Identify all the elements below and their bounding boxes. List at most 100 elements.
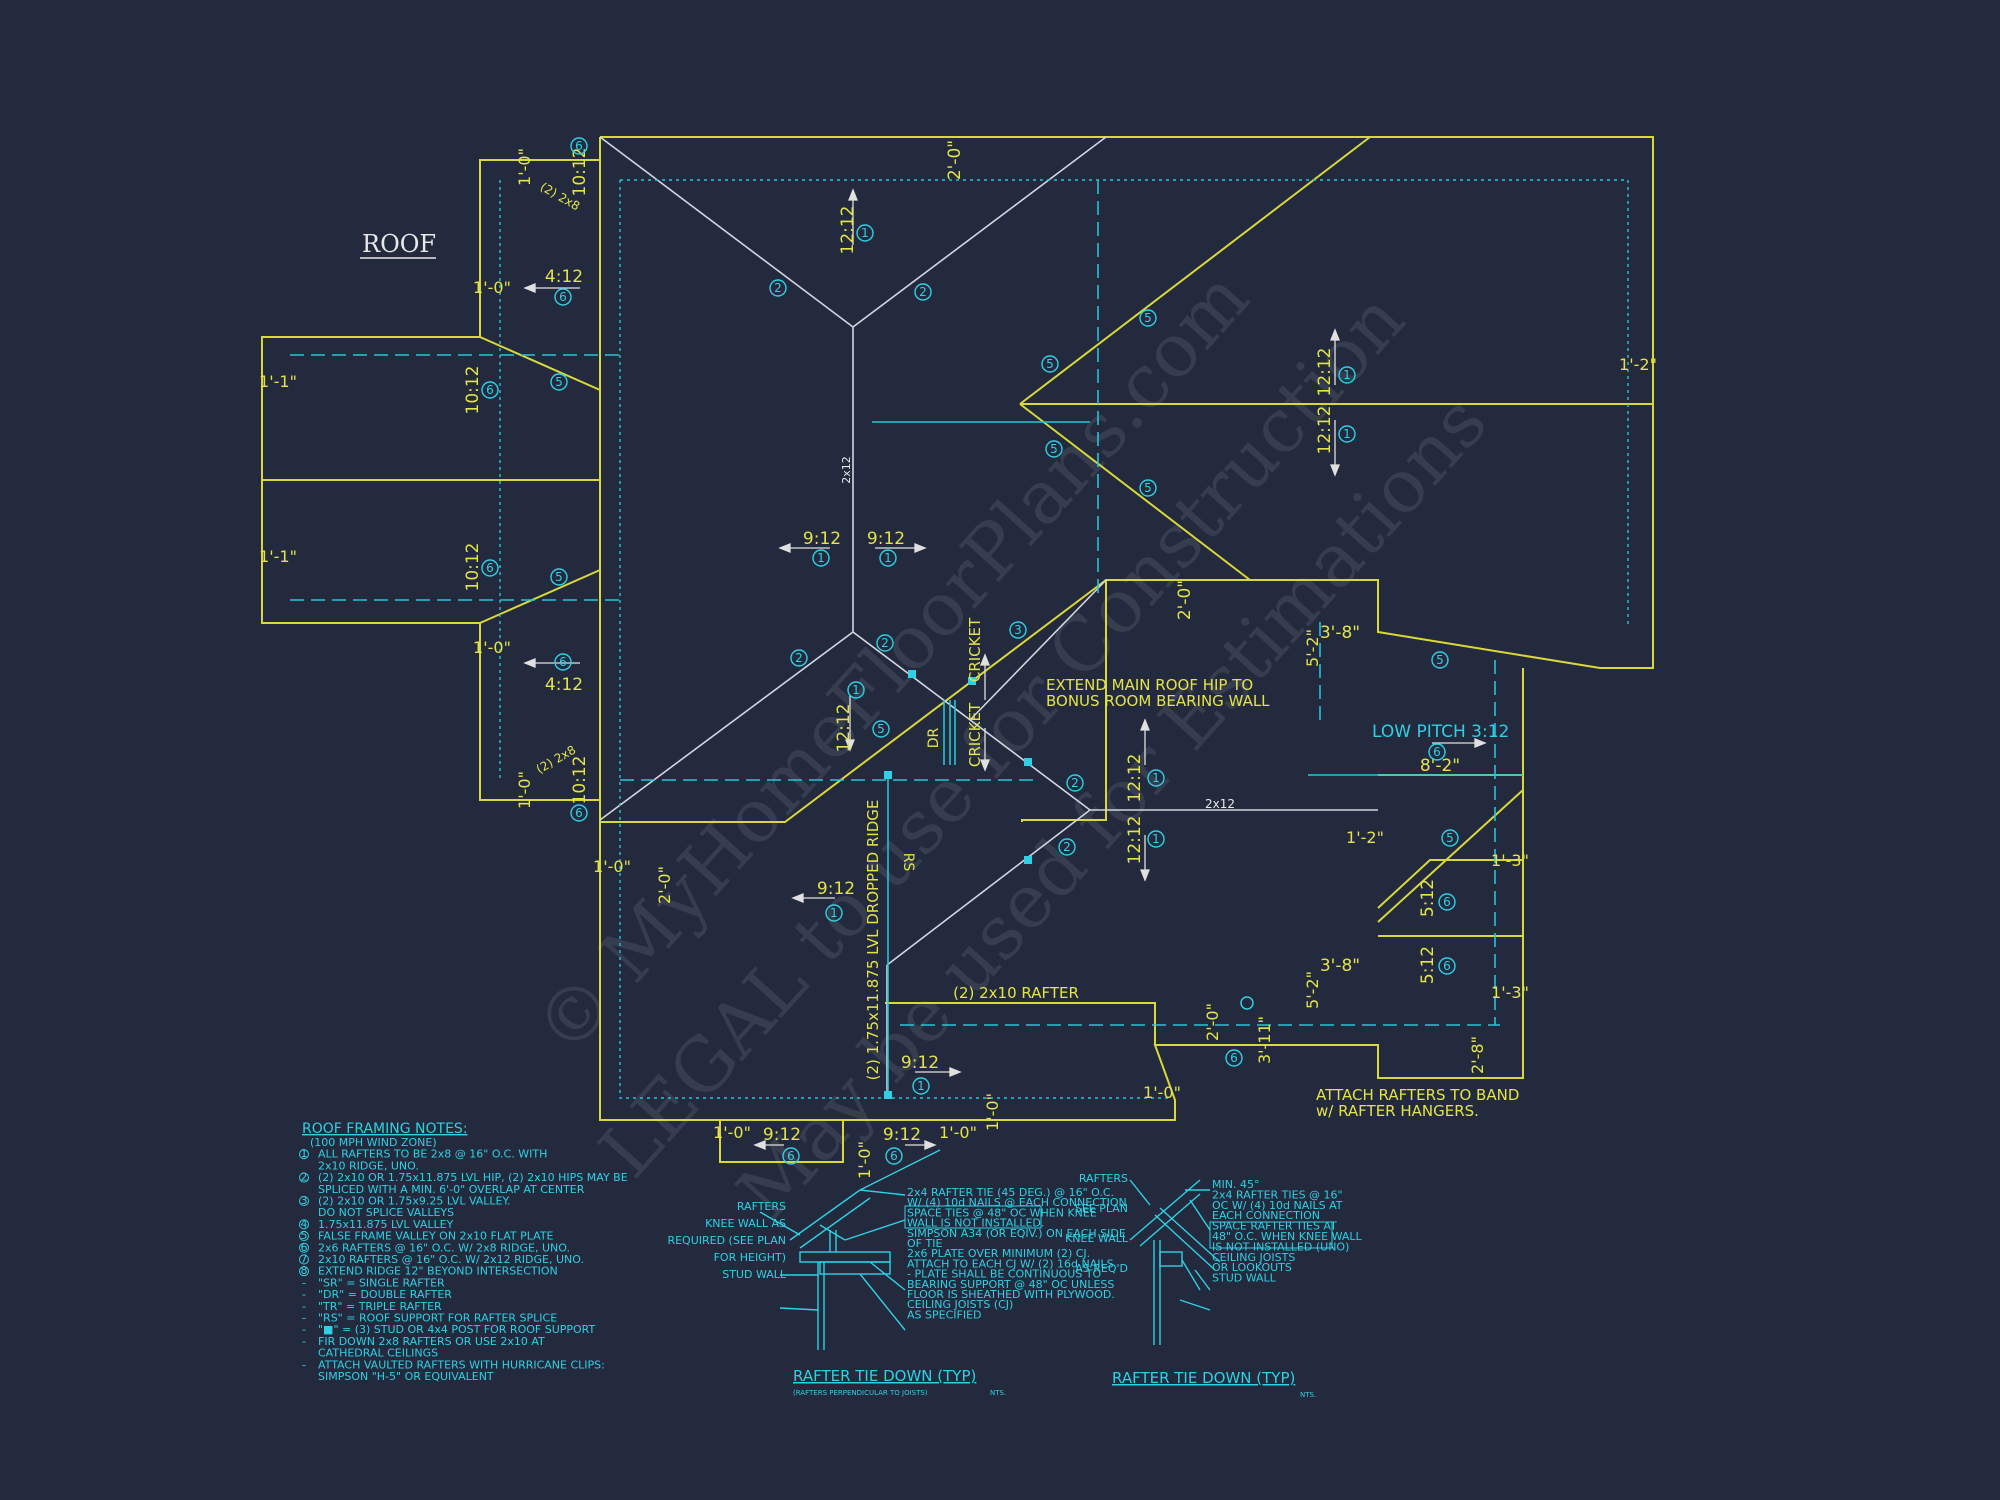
note-marker-circle — [299, 1231, 309, 1242]
dim-1-3-b: 1'-3" — [1491, 983, 1529, 1002]
callout-attach-band-1: ATTACH RAFTERS TO BAND — [1316, 1086, 1519, 1104]
detail-label: OC W/ (4) 10d NAILS AT — [1212, 1199, 1343, 1212]
detail-1-note-box — [904, 1205, 1042, 1229]
note-line: 1.75x11.875 LVL VALLEY — [318, 1218, 454, 1231]
post-5 — [1024, 856, 1032, 864]
note-bullet: - — [302, 1288, 306, 1301]
callout-extend-hip-1: EXTEND MAIN ROOF HIP TO — [1046, 676, 1253, 694]
low-pitch-valley-1 — [1377, 789, 1524, 923]
pitch-ur-2: 12:12 — [1315, 406, 1335, 455]
svg-text:1: 1 — [852, 683, 860, 697]
tag-5-low: 5 — [1441, 829, 1459, 847]
note-bullet: - — [302, 1276, 306, 1289]
svg-text:6: 6 — [575, 806, 583, 820]
note-line: 2x10 RIDGE, UNO. — [318, 1159, 419, 1172]
detail-label: - PLATE SHALL BE CONTINUOUS TO — [907, 1268, 1102, 1281]
pitch-mid-right: 9:12 — [867, 529, 905, 549]
detail-label: KNEE WALL — [1065, 1232, 1129, 1245]
note-line: "TR" = TRIPLE RAFTER — [318, 1300, 442, 1313]
svg-text:1: 1 — [1152, 771, 1160, 785]
note-marker-circle — [299, 1266, 309, 1277]
detail-1-right-labels: 2x4 RAFTER TIE (45 DEG.) @ 16" O.C.W/ (4… — [907, 1186, 1127, 1321]
detail-label: ATTACH TO EACH CJ W/ (2) 16d NAILS — [907, 1257, 1114, 1270]
detail-1-subtitle: (RAFTERS PERPENDICULAR TO JOISTS) — [793, 1389, 928, 1397]
note-marker-circle — [299, 1172, 309, 1183]
note-marker-circle — [299, 1196, 309, 1206]
wall-line-top — [620, 179, 1629, 628]
detail-label: EACH CONNECTION — [1212, 1209, 1320, 1222]
note-line: SPLICED WITH A MIN. 6'-0" OVERLAP AT CEN… — [318, 1183, 585, 1196]
svg-text:6: 6 — [1433, 745, 1441, 759]
pitch-5-2: 5:12 — [1418, 946, 1438, 984]
svg-text:6: 6 — [559, 655, 567, 669]
svg-text:2: 2 — [1063, 840, 1071, 854]
post-2 — [968, 677, 976, 685]
pitch-corner-top: 10:12 — [570, 148, 590, 197]
tag-1-mid-r: 1 — [879, 549, 897, 567]
pitch-wing-bottom: 4:12 — [545, 675, 583, 695]
note-line: SIMPSON "H-5" OR EQUIVALENT — [318, 1370, 494, 1383]
detail-label: FOR HEIGHT) — [714, 1251, 786, 1264]
hip-top-left — [599, 136, 854, 328]
note-marker: 6 — [301, 1241, 308, 1254]
pitch-arrows — [523, 188, 1487, 1150]
note-bullet: - — [302, 1323, 306, 1336]
detail-label: AS SPECIFIED — [907, 1308, 982, 1321]
tag-5-b: 5 — [1041, 355, 1059, 373]
note-line: FIR DOWN 2x8 RAFTERS OR USE 2x10 AT — [318, 1335, 545, 1348]
pitch-mid-left: 9:12 — [803, 529, 841, 549]
tag-1-lower-l: 1 — [825, 904, 843, 922]
svg-text:5: 5 — [1050, 442, 1058, 456]
post-4 — [884, 771, 892, 779]
svg-text:5: 5 — [555, 375, 563, 389]
svg-text:5: 5 — [555, 570, 563, 584]
hip-lower-right — [852, 631, 1091, 811]
dim-top-overhang: 2'-0" — [945, 140, 965, 180]
pitch-center: 12:12 — [834, 704, 854, 753]
valley-upper-right — [1019, 136, 1371, 405]
wing-valley-bottom — [479, 569, 601, 624]
wing-valley-top — [479, 336, 601, 391]
tag-1-bonus-a: 1 — [1147, 769, 1165, 787]
svg-text:2: 2 — [774, 281, 782, 295]
note-marker-circle — [299, 1149, 309, 1160]
svg-text:1: 1 — [817, 551, 825, 565]
svg-text:6: 6 — [890, 1149, 898, 1163]
low-pitch-ridge — [1377, 859, 1523, 909]
detail-label: WALL IS NOT INSTALLED. — [907, 1217, 1044, 1230]
note-line: (100 MPH WIND ZONE) — [310, 1136, 437, 1149]
svg-text:6: 6 — [1230, 1051, 1238, 1065]
note-bullet: - — [302, 1335, 306, 1348]
tag-6-wing-c: 6 — [481, 381, 499, 399]
post-1 — [908, 670, 916, 678]
pitch-labels: 12:12 12:12 12:12 9:12 9:12 12:12 12:12 … — [463, 148, 1438, 1146]
dim-5-2-top: 5'-2" — [1303, 629, 1322, 667]
tag-5-e: 5 — [872, 720, 890, 738]
svg-text:1: 1 — [861, 226, 869, 240]
svg-text:6: 6 — [486, 561, 494, 575]
note-line: ALL RAFTERS TO BE 2x8 @ 16" O.C. WITH — [318, 1148, 547, 1161]
detail-2-note-box — [1209, 1221, 1333, 1249]
note-line: EXTEND RIDGE 12" BEYOND INTERSECTION — [318, 1265, 558, 1278]
dim-1-3-a: 1'-3" — [1491, 851, 1529, 870]
callout-cricket-1: CRICKET — [966, 617, 984, 682]
dim-3-8-bottom: 3'-8" — [1320, 956, 1360, 976]
dim-wing-2: 1'-0" — [473, 638, 511, 657]
tag-6-lower: 6 — [1225, 1049, 1243, 1067]
svg-text:6: 6 — [486, 383, 494, 397]
callout-2x10-rafter: (2) 2x10 RAFTER — [953, 984, 1079, 1002]
tag-1-ur-b: 1 — [1338, 425, 1356, 443]
post-3 — [1024, 758, 1032, 766]
sheet-title: ROOF — [362, 230, 436, 258]
svg-text:6: 6 — [1443, 895, 1451, 909]
callout-dr: DR — [926, 727, 942, 748]
note-line: "■" = (3) STUD OR 4x4 POST FOR ROOF SUPP… — [318, 1323, 596, 1336]
detail-2-drawing — [1129, 1179, 1221, 1345]
callout-cricket-2: CRICKET — [966, 702, 984, 767]
detail-2-right-labels: MIN. 45°2x4 RAFTER TIES @ 16"OC W/ (4) 1… — [1212, 1178, 1363, 1285]
detail-label: OF TIE — [907, 1237, 942, 1250]
pitch-5-1: 5:12 — [1418, 879, 1438, 917]
